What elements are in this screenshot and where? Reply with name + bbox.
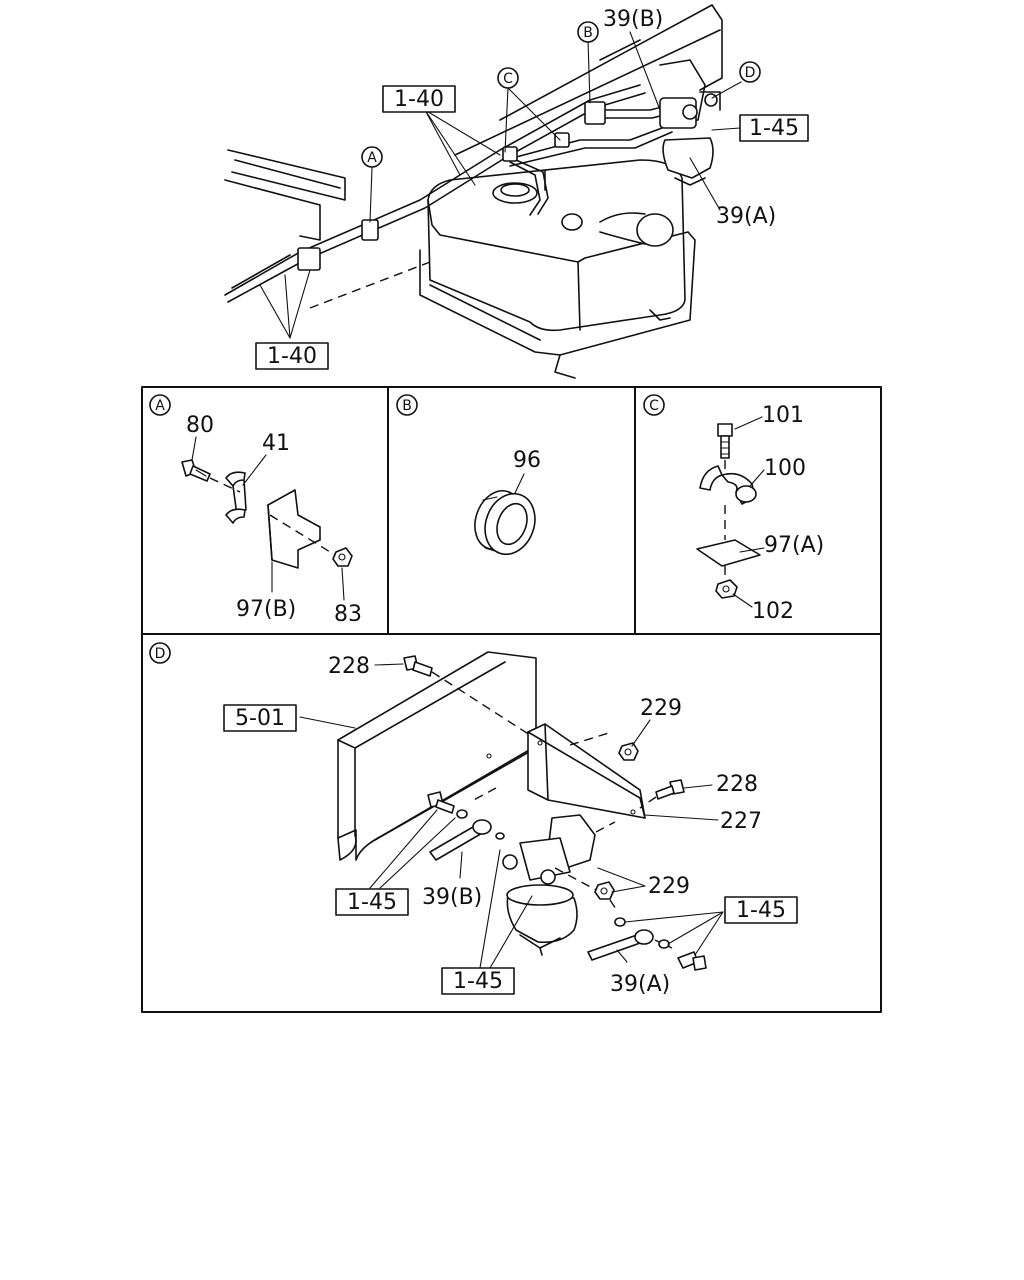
panel-b-title: B: [396, 394, 418, 416]
plate-97a-illustration: [696, 539, 761, 567]
ref-5-01[interactable]: 5-01: [223, 704, 297, 732]
svg-text:C: C: [649, 398, 659, 414]
bracket-227-illustration: [527, 723, 646, 819]
label-102: 102: [752, 599, 794, 624]
svg-text:1-40: 1-40: [394, 87, 444, 112]
nut-229-top-illustration: [618, 742, 639, 761]
svg-text:B: B: [402, 398, 412, 414]
overview-ref-1-40-top[interactable]: 1-40: [382, 85, 456, 113]
label-83: 83: [334, 602, 362, 627]
overview-marker-a[interactable]: A: [361, 146, 383, 168]
overview-ref-1-45[interactable]: 1-45: [739, 114, 809, 142]
frame-rail-5-01-illustration: [337, 651, 537, 861]
bolt-1-45-right-illustration: [677, 951, 707, 971]
overview-marker-c[interactable]: C: [497, 67, 519, 89]
bolt-101-illustration: [717, 423, 733, 459]
fuel-filter-illustration: [502, 814, 596, 956]
svg-text:1-45: 1-45: [453, 969, 503, 994]
overview-label-39a: 39(A): [716, 204, 776, 229]
label-39a: 39(A): [610, 972, 670, 997]
overview-marker-b[interactable]: B: [577, 21, 599, 43]
ref-1-45-bottom[interactable]: 1-45: [441, 967, 515, 995]
svg-text:5-01: 5-01: [235, 706, 285, 731]
panel-c: C 101 100 97(A) 102: [643, 394, 824, 624]
clamp-100-illustration: [699, 465, 757, 505]
bolt-80-illustration: [181, 459, 211, 482]
label-227: 227: [720, 809, 762, 834]
label-228-top: 228: [328, 654, 370, 679]
overview-illustration: [224, 4, 742, 379]
bolt-1-45-left-illustration: [427, 791, 468, 819]
banjo-bolt-39b-illustration: [429, 819, 505, 861]
panel-b: B 96: [396, 394, 541, 556]
ref-1-45-right[interactable]: 1-45: [724, 896, 798, 924]
label-80: 80: [186, 413, 214, 438]
nut-229-lower-illustration: [594, 881, 615, 900]
label-97b: 97(B): [236, 597, 296, 622]
panel-a-title: A: [149, 394, 171, 416]
label-96: 96: [513, 448, 541, 473]
panel-d-title: D: [149, 642, 171, 664]
label-100: 100: [764, 456, 806, 481]
overview-ref-1-40-bottom[interactable]: 1-40: [255, 342, 329, 370]
grommet-96-illustration: [474, 490, 536, 556]
label-229-lower: 229: [648, 874, 690, 899]
panel-a: A 80 41 97(: [149, 394, 362, 627]
svg-text:1-45: 1-45: [749, 116, 799, 141]
overview-marker-d[interactable]: D: [739, 61, 761, 83]
banjo-bolt-39a-illustration: [587, 917, 670, 961]
clip-41-illustration: [225, 471, 247, 524]
svg-text:D: D: [155, 646, 166, 662]
label-229-top: 229: [640, 696, 682, 721]
nut-83-illustration: [332, 547, 353, 567]
bolt-228-top-illustration: [403, 655, 433, 677]
svg-text:1-45: 1-45: [347, 890, 397, 915]
overview-label-39b: 39(B): [603, 7, 663, 32]
svg-text:D: D: [745, 65, 756, 81]
label-39b: 39(B): [422, 885, 482, 910]
label-228-right: 228: [716, 772, 758, 797]
nut-102-illustration: [715, 579, 738, 599]
detail-panels-frame: [141, 386, 882, 1013]
svg-text:1-40: 1-40: [267, 344, 317, 369]
svg-text:A: A: [155, 398, 165, 414]
label-97a: 97(A): [764, 533, 824, 558]
svg-text:A: A: [367, 150, 377, 166]
svg-text:1-45: 1-45: [736, 898, 786, 923]
ref-1-45-left[interactable]: 1-45: [335, 888, 409, 916]
label-41: 41: [262, 431, 290, 456]
svg-text:B: B: [583, 25, 593, 41]
panel-c-title: C: [643, 394, 665, 416]
label-101: 101: [762, 403, 804, 428]
bolt-228-right-illustration: [655, 779, 685, 800]
bracket-97b-illustration: [267, 489, 321, 569]
panel-d: D: [149, 642, 798, 997]
svg-text:C: C: [503, 71, 513, 87]
